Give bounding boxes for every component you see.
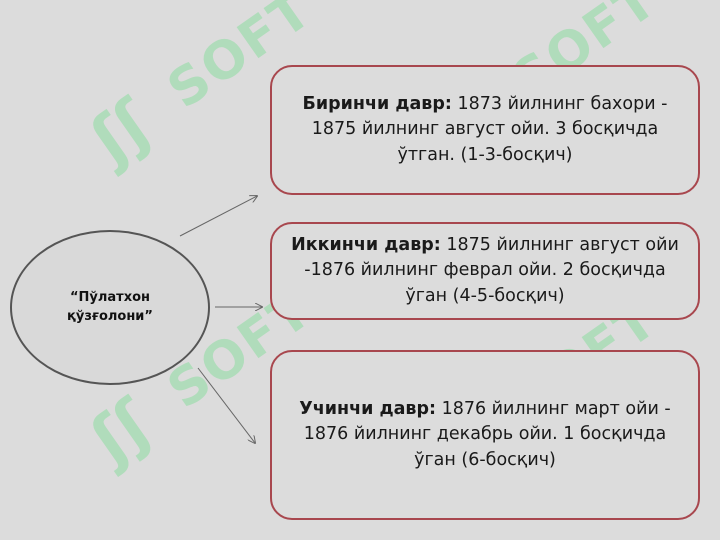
period-2-box: Иккинчи давр: 1875 йилнинг август ойи -1… xyxy=(270,222,700,320)
central-label-line-1: “Пўлатхон xyxy=(69,289,151,305)
period-1-box: Биринчи давр: 1873 йилнинг бахори - 1875… xyxy=(270,65,700,195)
period-2-text: 1875 йилнинг август ойи -1876 йилнинг фе… xyxy=(304,234,679,306)
period-3-box: Учинчи давр: 1876 йилнинг март ойи - 187… xyxy=(270,350,700,520)
period-1-title: Биринчи давр: xyxy=(302,93,452,114)
central-label: “Пўлатхон қўзғолони” xyxy=(50,289,170,327)
arrow-to-period-1 xyxy=(179,196,257,237)
period-3-text: 1876 йилнинг март ойи - 1876 йилнинг дек… xyxy=(303,398,671,470)
period-2-title: Иккинчи давр: xyxy=(291,234,441,255)
period-3-title: Учинчи давр: xyxy=(299,398,437,419)
arrow-to-period-3 xyxy=(197,367,255,443)
central-ellipse: “Пўлатхон қўзғолони” xyxy=(10,230,210,385)
central-label-line-2: қўзғолони” xyxy=(67,308,153,324)
period-1-text: 1873 йилнинг бахори - 1875 йилнинг авгус… xyxy=(311,93,668,165)
